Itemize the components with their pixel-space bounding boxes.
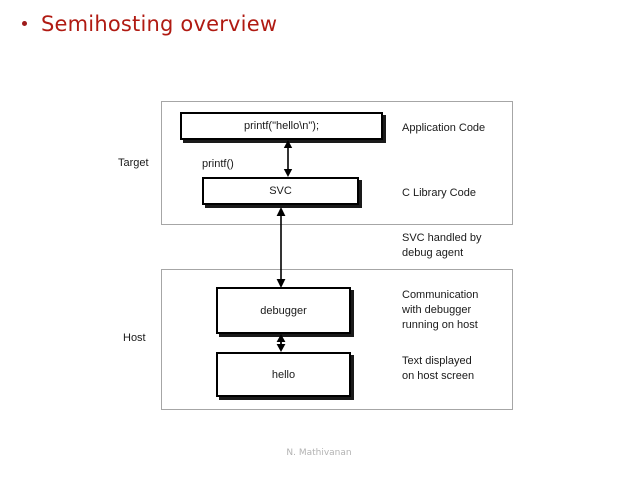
- page-title: Semihosting overview: [22, 12, 277, 36]
- panel-label-host: Host: [123, 332, 146, 344]
- annotation-c-library-code: C Library Code: [402, 187, 476, 199]
- footer-attribution: N. Mathivanan: [286, 448, 352, 458]
- node-printf-call: printf("hello\n");: [180, 112, 383, 140]
- title-text: Semihosting overview: [41, 12, 278, 36]
- node-hello: hello: [216, 352, 351, 397]
- bullet-icon: [22, 21, 27, 26]
- panel-label-target: Target: [118, 157, 149, 169]
- node-svc: SVC: [202, 177, 359, 205]
- node-debugger: debugger: [216, 287, 351, 334]
- caption-printf: printf(): [202, 158, 234, 170]
- annotation-application-code: Application Code: [402, 122, 486, 134]
